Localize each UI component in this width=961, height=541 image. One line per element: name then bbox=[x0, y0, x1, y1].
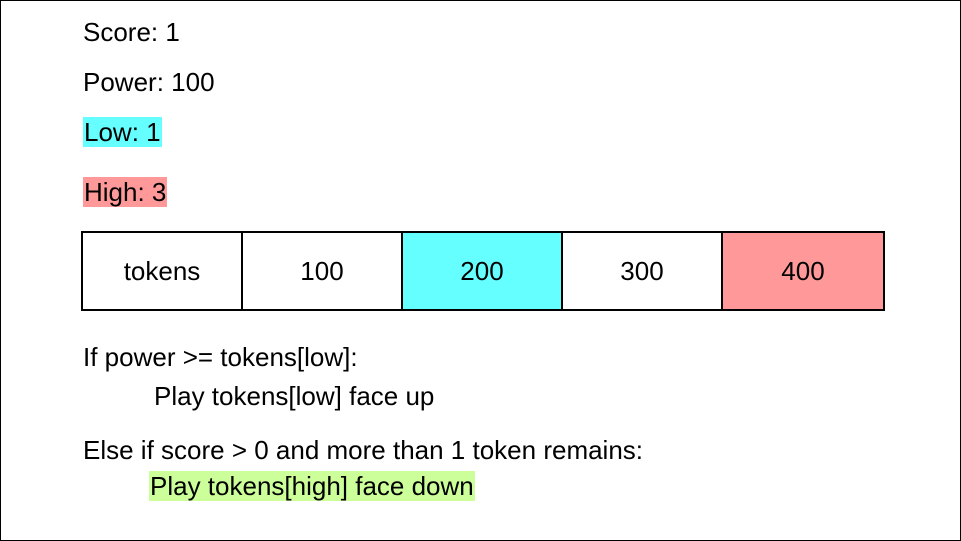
else-action-wrap: Play tokens[high] face down bbox=[149, 471, 475, 501]
low-label-wrap: Low: 1 bbox=[83, 117, 162, 147]
token-cell-3: 400 bbox=[723, 233, 883, 309]
tokens-header-cell: tokens bbox=[83, 233, 243, 309]
token-cell-0: 100 bbox=[243, 233, 403, 309]
token-cell-1: 200 bbox=[403, 233, 563, 309]
high-label-wrap: High: 3 bbox=[83, 177, 168, 207]
score-label: Score: 1 bbox=[83, 17, 180, 47]
if-condition: If power >= tokens[low]: bbox=[83, 342, 358, 372]
else-condition: Else if score > 0 and more than 1 token … bbox=[83, 435, 644, 465]
else-action: Play tokens[high] face down bbox=[149, 471, 475, 501]
power-label: Power: 100 bbox=[83, 67, 215, 97]
high-label: High: 3 bbox=[83, 177, 168, 207]
token-cell-2: 300 bbox=[563, 233, 723, 309]
low-label: Low: 1 bbox=[83, 117, 162, 147]
tokens-table: tokens 100 200 300 400 bbox=[81, 231, 885, 311]
if-action: Play tokens[low] face up bbox=[154, 381, 435, 411]
